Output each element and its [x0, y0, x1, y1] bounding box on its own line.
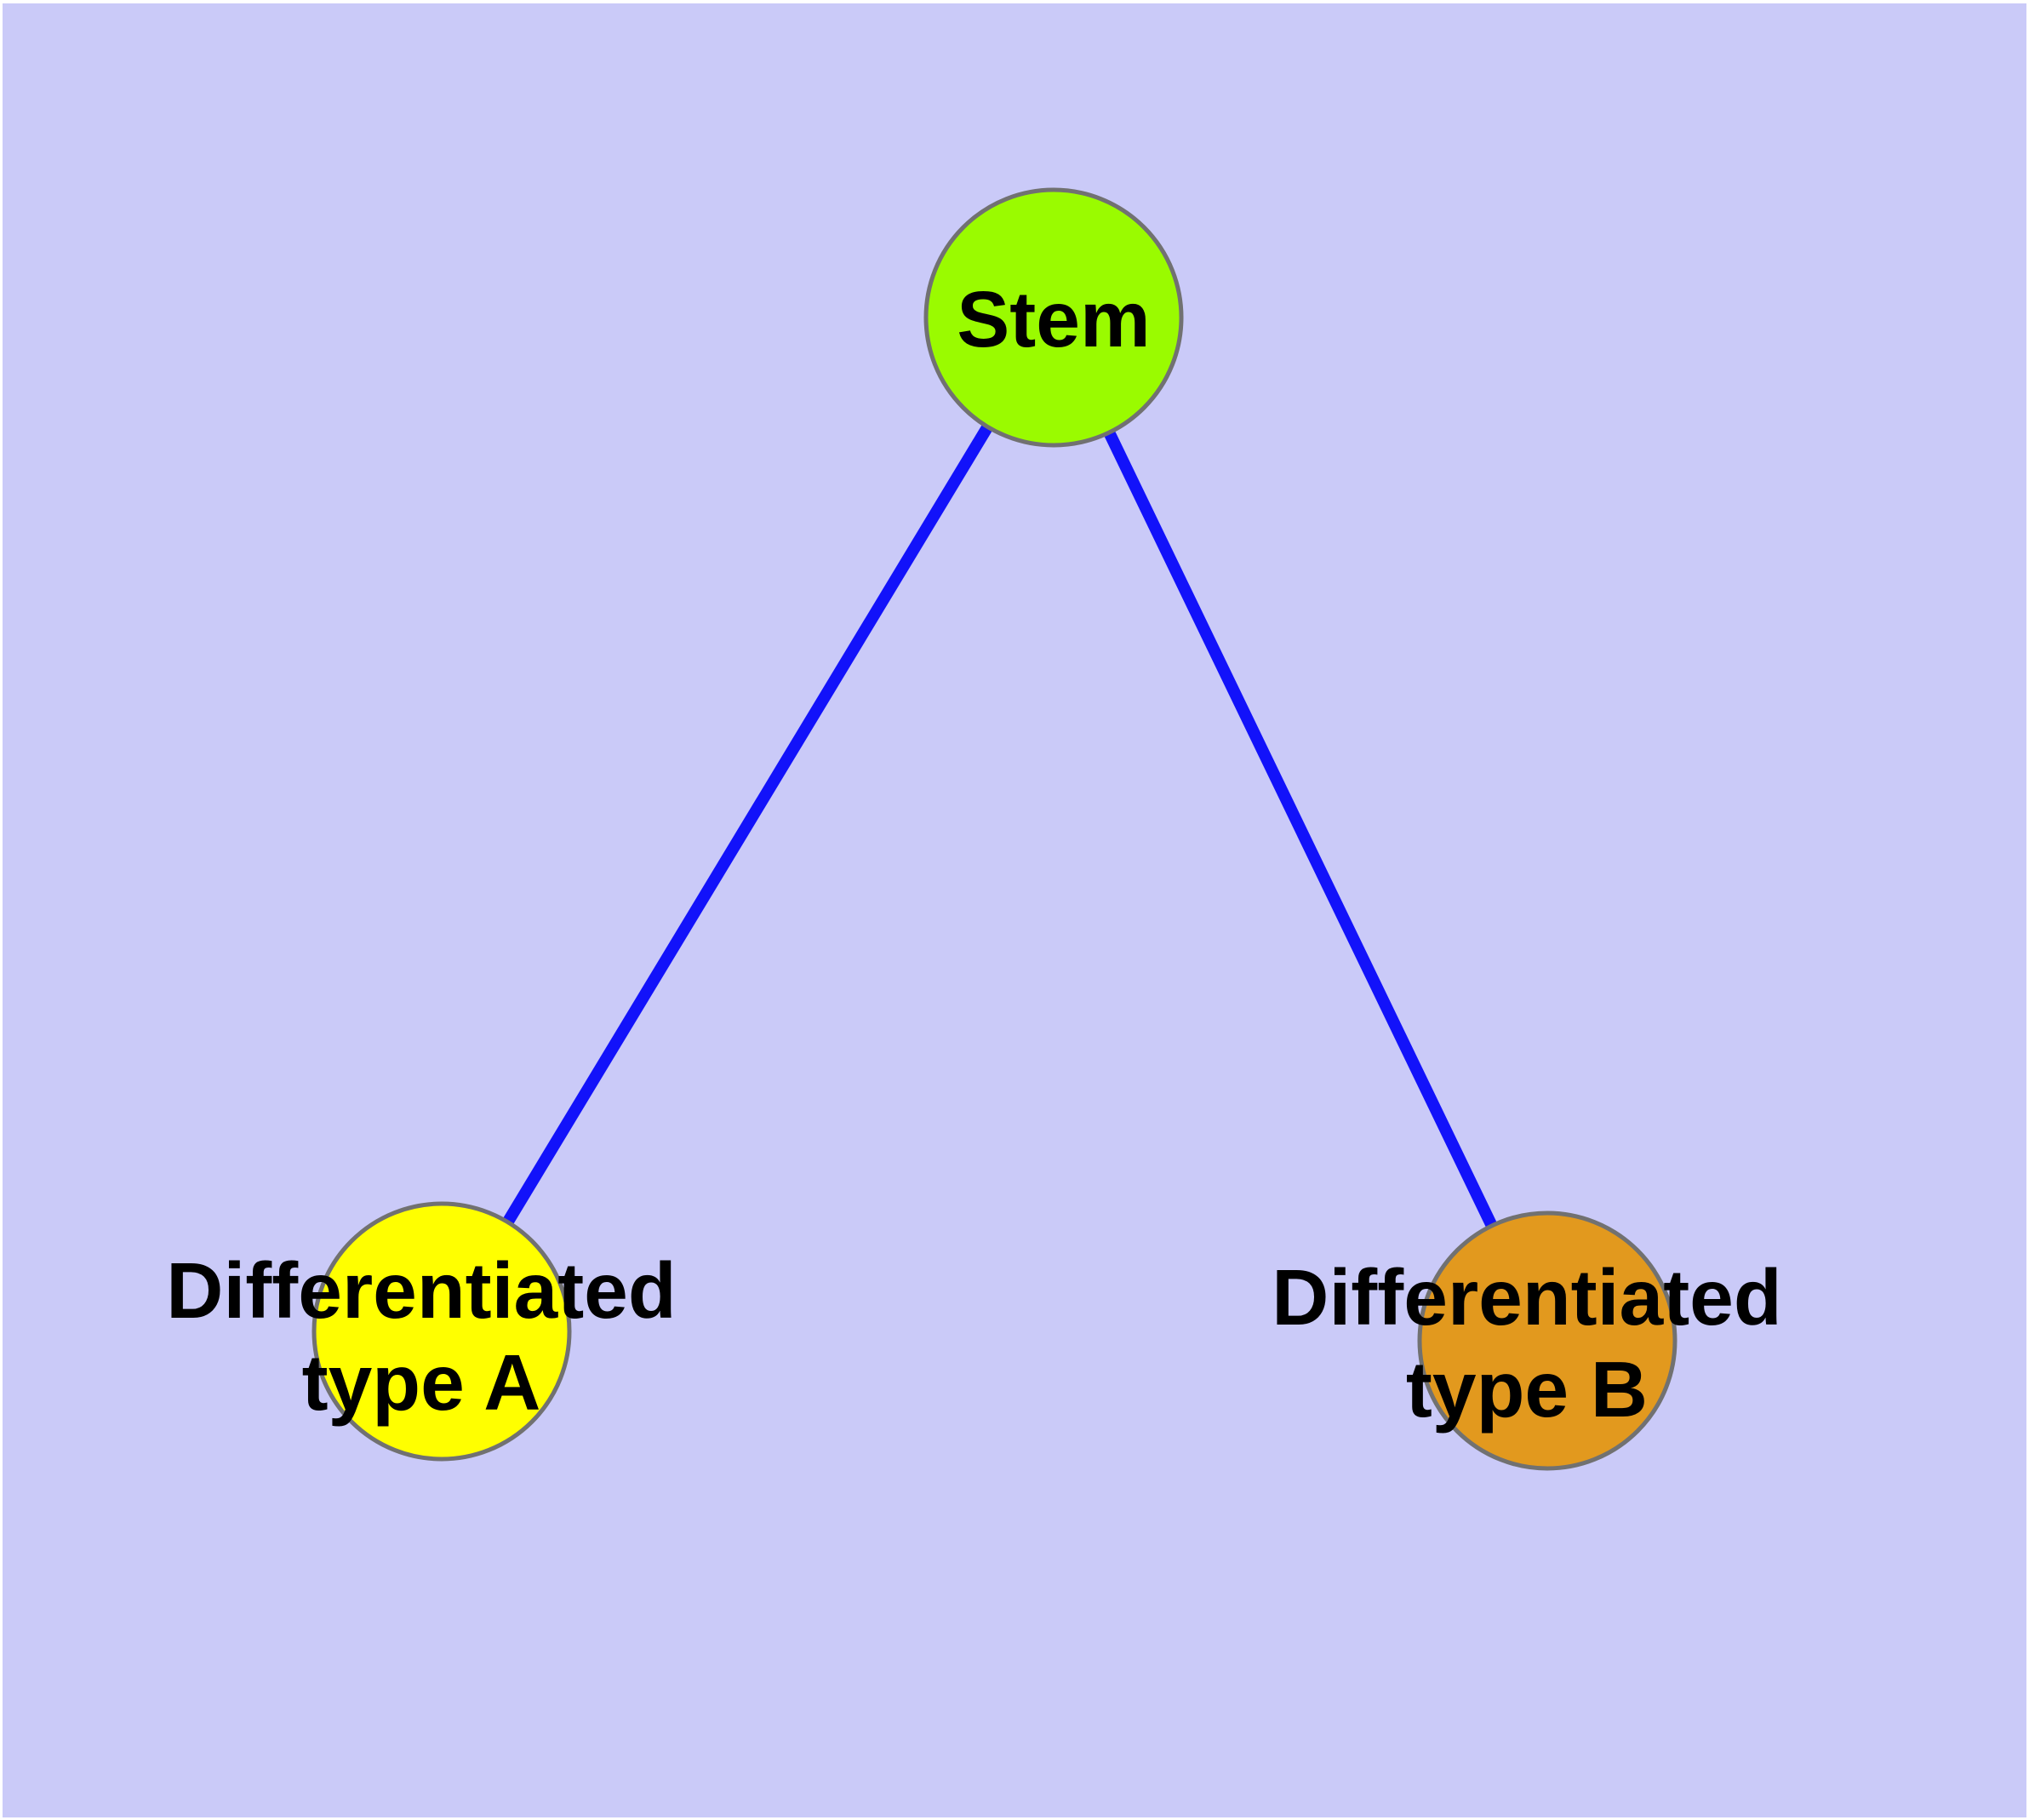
type-a-node-label-line1: Differentiated [166, 1246, 676, 1335]
node-stem [923, 187, 1184, 448]
node-differentiated-type-b [1417, 1210, 1677, 1471]
type-a-node-label-line2: type A [302, 1338, 541, 1427]
stem-node-circle [923, 187, 1184, 448]
type-b-node-label-line1: Differentiated [1272, 1253, 1781, 1342]
stem-node-label: Stem [957, 275, 1150, 363]
node-differentiated-type-a [311, 1201, 572, 1462]
type-a-node-circle [311, 1201, 572, 1462]
edge-stem-to-type-b [1048, 314, 1553, 1344]
type-b-node-label-line2: type B [1406, 1345, 1648, 1434]
edge-stem-to-type-a [437, 314, 1059, 1335]
type-b-node-circle [1417, 1210, 1677, 1471]
